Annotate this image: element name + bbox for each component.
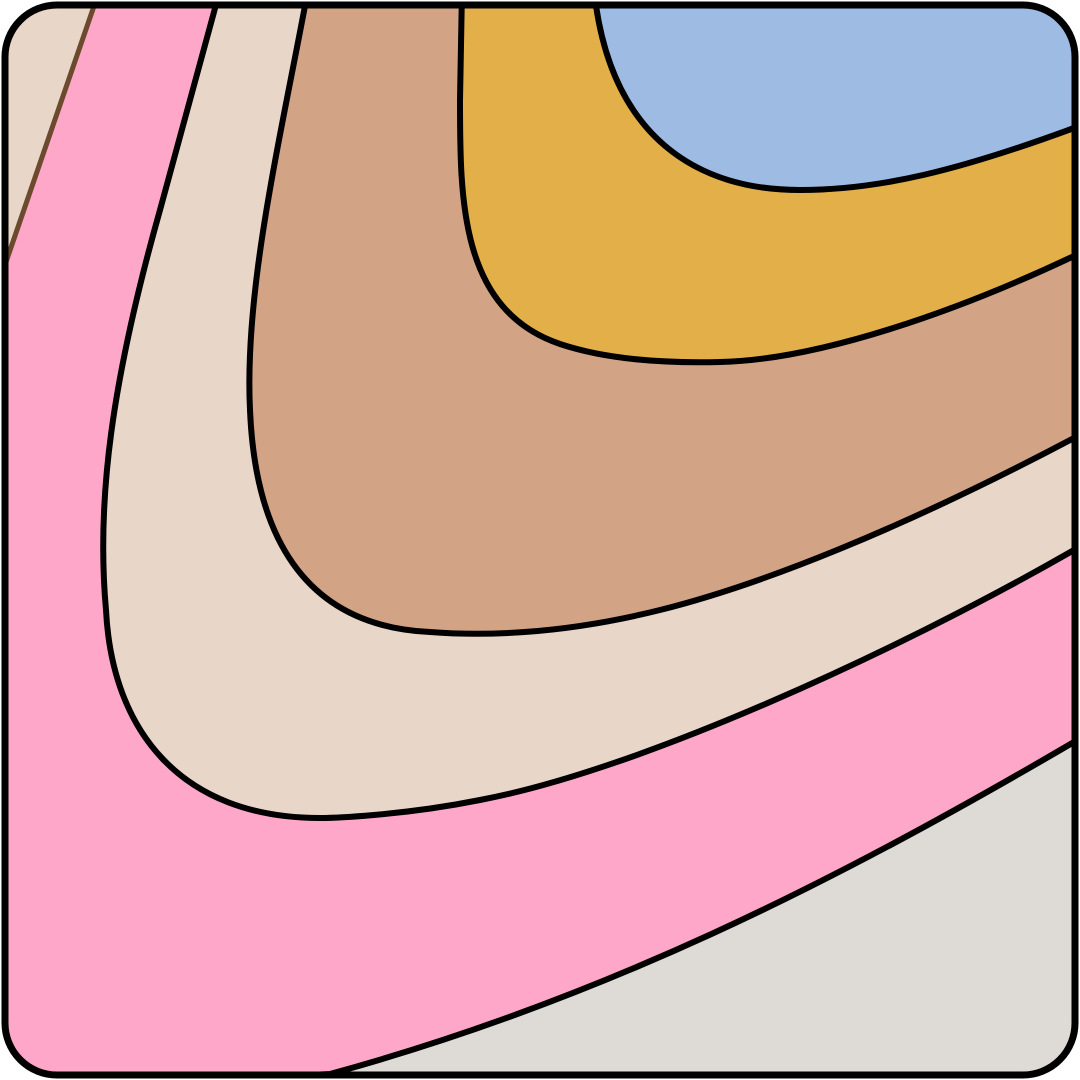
corner-accent-line [6,6,97,263]
cream-corner-band [6,6,94,300]
blue-band [591,6,1074,193]
